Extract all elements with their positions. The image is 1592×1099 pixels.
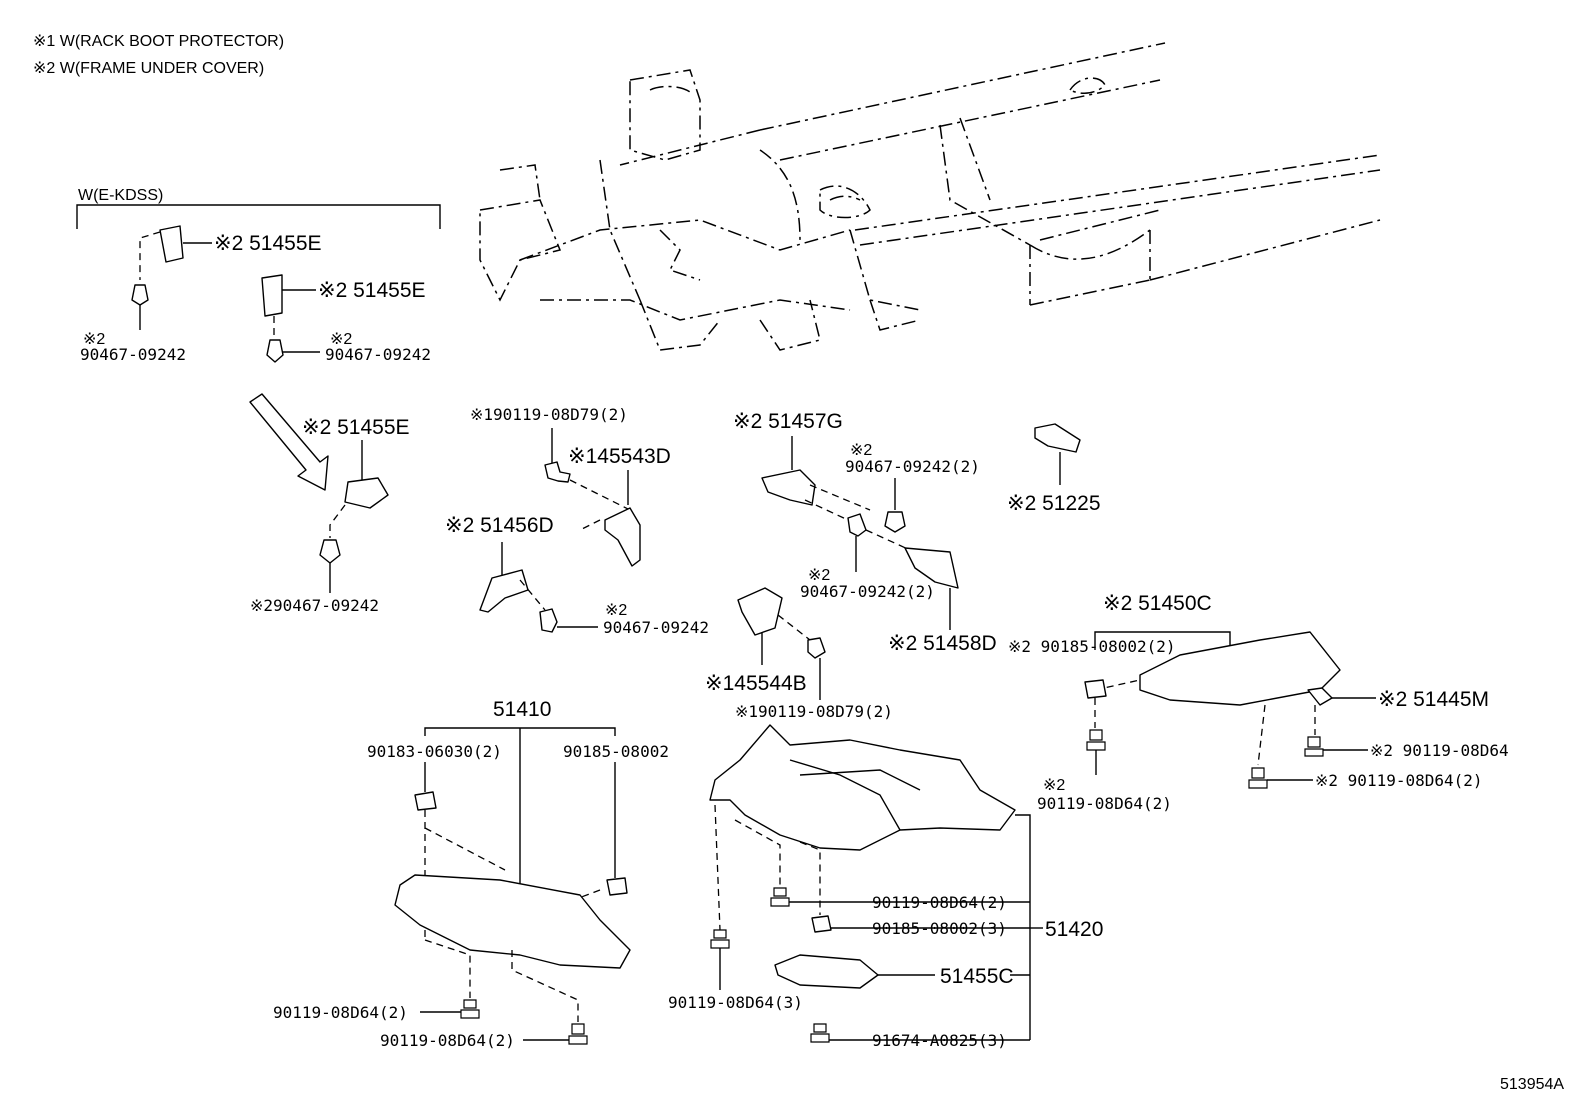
clip-c-icon bbox=[319, 539, 341, 564]
nut-k-icon bbox=[414, 791, 437, 811]
bolt-1a-label: ※190119-08D79(2) bbox=[470, 405, 628, 424]
screw-r-icon bbox=[810, 1023, 830, 1043]
bracket-group-51457g: ※2 51457G ※2 90467-09242(2) ※2 90467-092… bbox=[705, 410, 997, 721]
bolt-q-label: 90119-08D64(3) bbox=[668, 993, 803, 1012]
label-51456d: ※2 51456D bbox=[445, 514, 554, 537]
clip-f-number: 90467-09242(2) bbox=[800, 582, 935, 601]
part-51455e-a-shape bbox=[159, 225, 184, 263]
clip-d-icon bbox=[539, 608, 558, 633]
bolt-m-icon bbox=[460, 999, 480, 1019]
group-label: W(E-KDSS) bbox=[78, 187, 163, 204]
bolt-q-icon bbox=[710, 929, 730, 949]
label-51455c: 51455C bbox=[940, 965, 1014, 988]
part-51455e-b-shape bbox=[261, 274, 283, 317]
bolt-h-label: ※2 90119-08D64 bbox=[1370, 741, 1509, 760]
bolt-1a-icon bbox=[544, 461, 571, 483]
bolt-o-label: 90119-08D64(2) bbox=[872, 893, 1007, 912]
label-51410: 51410 bbox=[493, 698, 551, 721]
label-51458d: ※2 51458D bbox=[888, 632, 997, 655]
nut-p-label: 90185-08002(3) bbox=[872, 919, 1007, 938]
bolt-j-mark: ※2 bbox=[1043, 777, 1065, 794]
note-frame-under-cover: ※2 W(FRAME UNDER COVER) bbox=[33, 60, 264, 77]
bolt-i-label: ※2 90119-08D64(2) bbox=[1315, 771, 1483, 790]
clip-f-icon bbox=[847, 513, 867, 537]
frame-illustration bbox=[479, 42, 1381, 351]
nut-l-icon bbox=[606, 877, 628, 896]
clip-a-number: 90467-09242 bbox=[80, 345, 186, 364]
bolt-45544b-icon bbox=[807, 637, 826, 659]
label-51455e-c: ※2 51455E bbox=[302, 416, 410, 439]
label-51450c: ※2 51450C bbox=[1103, 592, 1212, 615]
note-rack-boot-protector: ※1 W(RACK BOOT PROTECTOR) bbox=[33, 33, 284, 50]
clip-e-number: 90467-09242(2) bbox=[845, 457, 980, 476]
clip-b-number: 90467-09242 bbox=[325, 345, 431, 364]
bolt-m-label: 90119-08D64(2) bbox=[273, 1003, 408, 1022]
under-cover-51410: 51410 90183-06030(2) 90185-08002 90119-0… bbox=[273, 698, 669, 1050]
nut-g-label: ※2 90185-08002(2) bbox=[1008, 637, 1176, 656]
e-kdss-group: W(E-KDSS) ※2 51455E ※2 90467-09242 ※2 51… bbox=[76, 187, 441, 364]
label-45544b: ※145544B bbox=[705, 672, 807, 695]
label-51445m: ※2 51445M bbox=[1378, 688, 1489, 711]
clip-e-icon bbox=[884, 511, 906, 533]
nut-k-label: 90183-06030(2) bbox=[367, 742, 502, 761]
diagram-id: 513954A bbox=[1500, 1076, 1564, 1093]
clip-e-mark: ※2 bbox=[850, 442, 872, 459]
under-cover-51450c: ※2 51450C ※2 90185-08002(2) ※2 90119-08D… bbox=[1008, 592, 1509, 813]
screw-r-label: 91674-A0825(3) bbox=[872, 1031, 1007, 1050]
clip-c-label: ※290467-09242 bbox=[250, 596, 379, 615]
bolt-1b-label: ※190119-08D79(2) bbox=[735, 702, 893, 721]
label-51455e-a: ※2 51455E bbox=[214, 232, 322, 255]
clip-a-icon bbox=[131, 284, 149, 306]
clip-a-mark: ※2 bbox=[83, 331, 105, 348]
label-51455e-b: ※2 51455E bbox=[318, 279, 426, 302]
label-45543d: ※145543D bbox=[568, 445, 671, 468]
label-51420: 51420 bbox=[1045, 918, 1103, 941]
under-cover-51420: 90119-08D64(2) 90185-08002(3) 90119-08D6… bbox=[668, 724, 1103, 1050]
clip-b-icon bbox=[266, 339, 284, 363]
label-51457g: ※2 51457G bbox=[733, 410, 843, 433]
bolt-i-icon bbox=[1248, 767, 1268, 789]
clip-b-mark: ※2 bbox=[330, 331, 352, 348]
clip-f-mark: ※2 bbox=[808, 567, 830, 584]
nut-l-label: 90185-08002 bbox=[563, 742, 669, 761]
bolt-n-label: 90119-08D64(2) bbox=[380, 1031, 515, 1050]
bolt-j-icon bbox=[1086, 729, 1106, 751]
bracket-group-45543d: ※190119-08D79(2) ※145543D ※2 51456D ※2 9… bbox=[445, 405, 709, 637]
bolt-o-icon bbox=[770, 887, 790, 907]
clip-d-mark: ※2 bbox=[605, 602, 627, 619]
clip-d-number: 90467-09242 bbox=[603, 618, 709, 637]
nut-g-icon bbox=[1084, 679, 1107, 699]
bolt-n-icon bbox=[568, 1023, 588, 1045]
label-51225: ※2 51225 bbox=[1007, 492, 1101, 515]
part-51455e-c: ※2 51455E ※290467-09242 bbox=[250, 416, 410, 615]
bolt-h-icon bbox=[1304, 736, 1324, 757]
bolt-j-number: 90119-08D64(2) bbox=[1037, 794, 1172, 813]
part-51225: ※2 51225 bbox=[1007, 423, 1101, 515]
direction-arrow bbox=[249, 393, 329, 491]
nut-p-icon bbox=[811, 915, 832, 933]
